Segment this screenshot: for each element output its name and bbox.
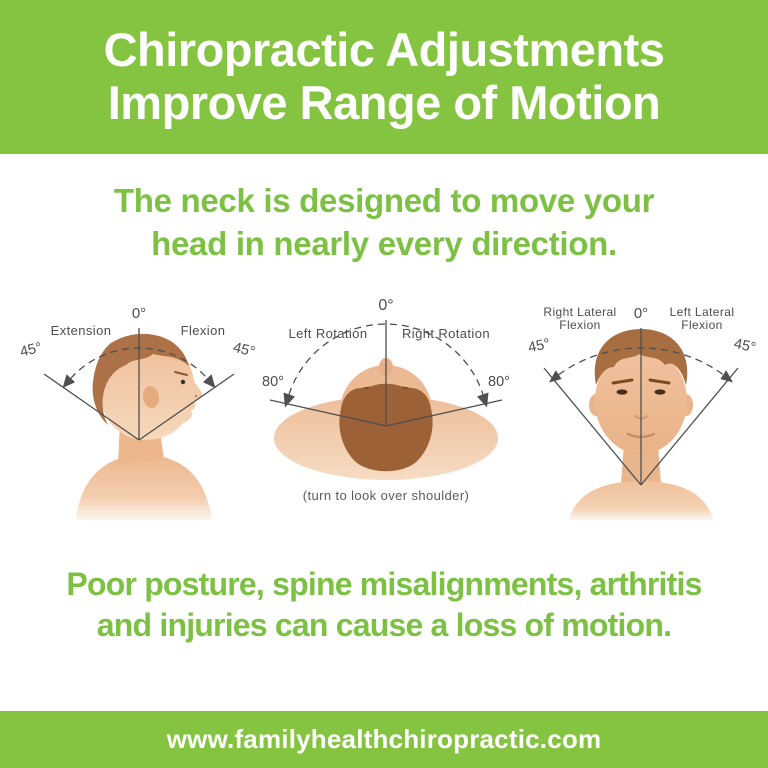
extension-flexion-illustration: 0° Extension Flexion 45° 45° xyxy=(18,305,257,520)
arrowhead-left-icon xyxy=(62,374,75,388)
page-title: Chiropractic Adjustments Improve Range o… xyxy=(104,24,665,129)
right-rotation-label: Right Rotation xyxy=(402,326,490,341)
right-lateral-flexion-label-line2: Flexion xyxy=(559,318,600,332)
right-angle-value: 80° xyxy=(488,374,510,390)
rotation-caption: (turn to look over shoulder) xyxy=(303,488,470,503)
right-angle-value: 45° xyxy=(732,336,757,356)
website-url: www.familyhealthchiropractic.com xyxy=(166,724,602,754)
left-lateral-flexion-label-line2: Flexion xyxy=(681,318,722,332)
angle-lines xyxy=(43,327,235,441)
angle-lines xyxy=(269,319,503,427)
zero-degree-label: 0° xyxy=(634,305,648,322)
flexion-label: Flexion xyxy=(181,323,226,338)
zero-degree-label: 0° xyxy=(378,297,393,314)
diagram-lateral-flexion: 0° Right Lateral Flexion Left Lateral Fl… xyxy=(516,288,766,529)
page-title-line2: Improve Range of Motion xyxy=(107,76,661,129)
head-side-illustration xyxy=(76,333,212,520)
header-banner: Chiropractic Adjustments Improve Range o… xyxy=(0,0,768,154)
range-of-motion-diagrams: 0° Extension Flexion 45° 45° xyxy=(0,288,768,524)
left-rotation-label: Left Rotation xyxy=(289,326,368,341)
arrowhead-right-icon xyxy=(720,370,733,383)
diagram-extension-flexion: 0° Extension Flexion 45° 45° xyxy=(6,288,257,529)
statement-line2: and injuries can cause a loss of motion. xyxy=(96,606,672,643)
intro-text: The neck is designed to move your head i… xyxy=(0,180,768,266)
page-title-line1: Chiropractic Adjustments xyxy=(103,23,665,77)
footer-banner: www.familyhealthchiropractic.com xyxy=(0,711,768,768)
arrowhead-right-icon xyxy=(203,374,216,388)
intro-line1: The neck is designed to move your xyxy=(113,182,655,219)
left-angle-value: 80° xyxy=(262,374,284,390)
statement-text: Poor posture, spine misalignments, arthr… xyxy=(0,564,768,646)
intro-line2: head in nearly every direction. xyxy=(151,224,617,262)
right-angle-value: 45° xyxy=(231,339,256,360)
arrowhead-left-icon xyxy=(549,370,562,383)
lateral-flexion-illustration: 0° Right Lateral Flexion Left Lateral Fl… xyxy=(527,305,757,520)
right-lateral-flexion-label-line1: Right Lateral xyxy=(543,305,616,319)
diagram-rotation: 0° Left Rotation Right Rotation 80° 80° … xyxy=(256,288,516,513)
rotation-illustration: 0° Left Rotation Right Rotation 80° 80° … xyxy=(262,297,510,503)
left-angle-value: 45° xyxy=(18,339,43,360)
statement-line1: Poor posture, spine misalignments, arthr… xyxy=(66,565,702,602)
arrowhead-left-icon xyxy=(283,392,295,408)
left-lateral-flexion-label-line1: Left Lateral xyxy=(670,305,735,319)
extension-label: Extension xyxy=(51,323,112,338)
zero-degree-label: 0° xyxy=(132,305,146,322)
angle-lines xyxy=(543,327,739,486)
arrowhead-right-icon xyxy=(477,392,489,408)
left-angle-value: 45° xyxy=(527,336,552,356)
